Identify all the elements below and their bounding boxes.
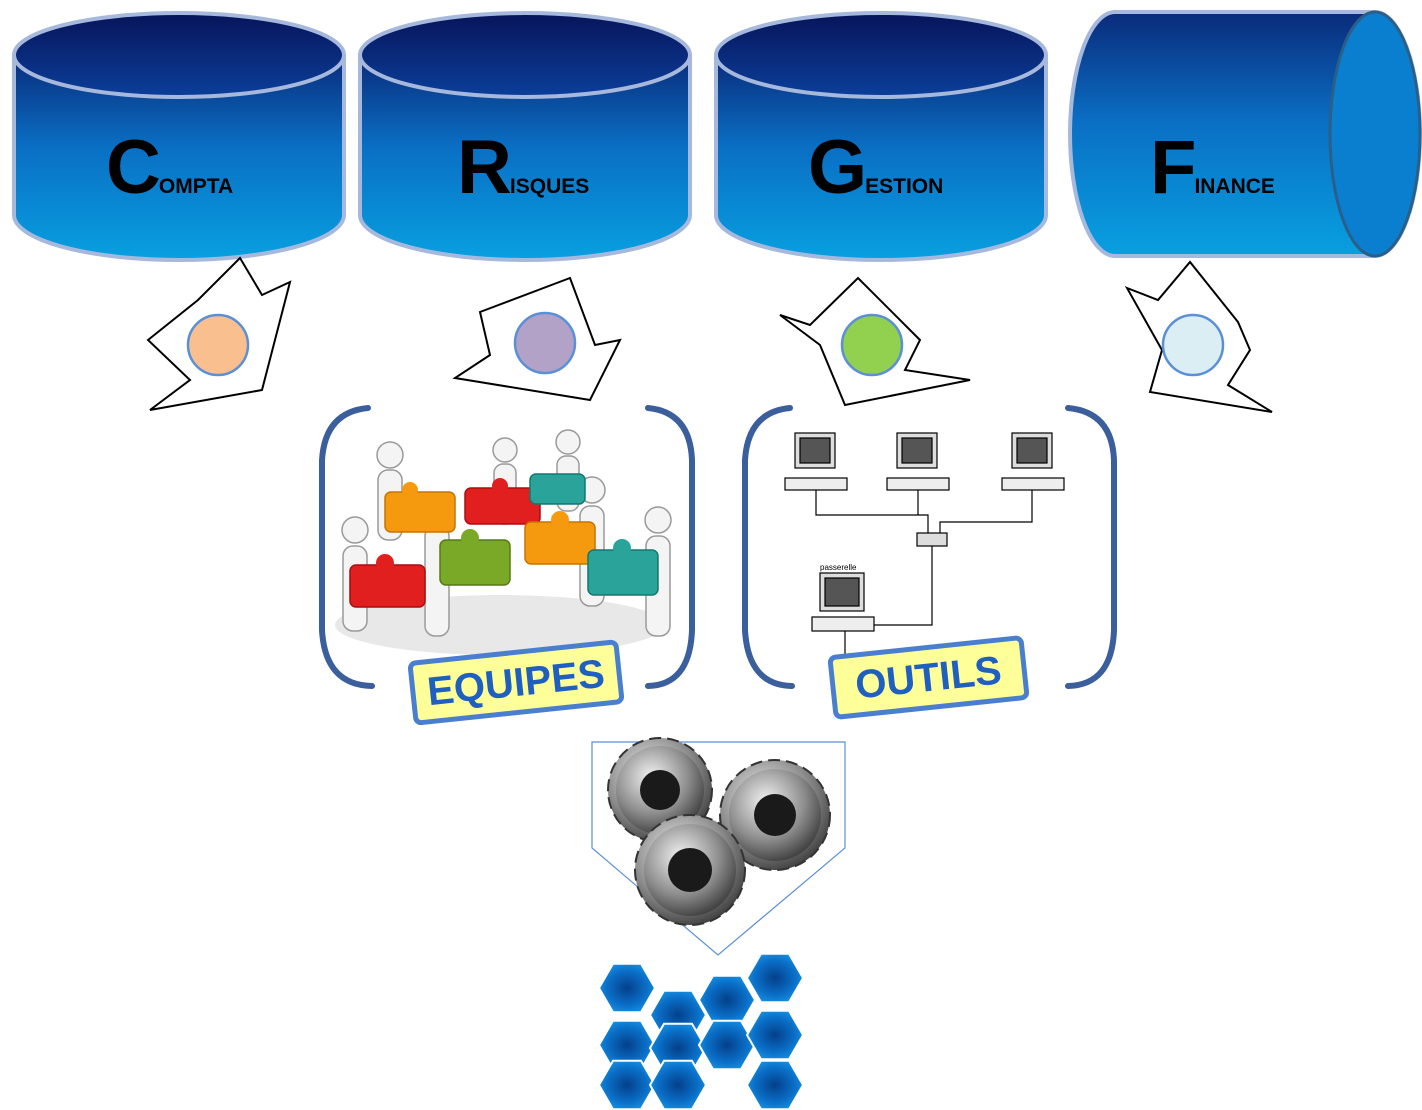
gateway-label: passerelle xyxy=(820,563,857,572)
label-rest: INANCE xyxy=(1194,175,1275,198)
hexagon-cell xyxy=(597,1059,657,1110)
computer-icon xyxy=(784,432,848,491)
database-cylinder-finance xyxy=(1068,10,1422,258)
puzzle-team-icon xyxy=(335,429,672,655)
database-label-gestion: GESTION xyxy=(808,130,943,206)
label-initial: C xyxy=(106,125,161,210)
arrow-finance xyxy=(1124,260,1273,413)
gateway-computer-icon xyxy=(811,572,875,632)
arrow-dot xyxy=(1161,313,1225,377)
hexagon-cell xyxy=(697,974,757,1026)
equipes-bracket xyxy=(319,405,695,689)
outils-bracket xyxy=(742,405,1117,689)
database-label-compta: COMPTA xyxy=(106,130,233,206)
hexagon-cell xyxy=(597,962,657,1014)
hexagon-cell xyxy=(745,1009,805,1061)
gears-icon xyxy=(607,737,831,926)
network-hub-icon xyxy=(916,532,948,547)
database-label-risques: RISQUES xyxy=(457,130,589,206)
arrow-dot xyxy=(513,311,577,375)
label-initial: R xyxy=(457,125,512,210)
database-cylinder-compta xyxy=(12,11,346,262)
computer-network-diagram xyxy=(784,432,1065,656)
arrow-gestion xyxy=(779,276,971,407)
hexagon-cell xyxy=(648,1059,708,1110)
label-rest: ISQUES xyxy=(509,175,590,198)
arrow-dot xyxy=(186,313,250,377)
hexagon-cell xyxy=(745,952,805,1004)
arrow-compta xyxy=(146,256,292,411)
hexagon-cell xyxy=(697,1019,757,1071)
label-rest: ESTION xyxy=(865,175,944,198)
computer-icon xyxy=(886,432,950,491)
label-rest: OMPTA xyxy=(158,175,234,198)
arrow-dot xyxy=(840,313,904,377)
database-cylinder-risques xyxy=(358,11,692,262)
label-initial: G xyxy=(808,125,868,210)
hexagon-cell xyxy=(745,1059,805,1110)
database-label-finance: FINANCE xyxy=(1150,130,1275,206)
computer-icon xyxy=(1001,432,1065,491)
hexagon-cluster-icon xyxy=(597,952,805,1110)
label-initial: F xyxy=(1150,125,1197,210)
arrow-risques xyxy=(452,276,622,402)
database-cylinder-gestion xyxy=(714,11,1048,262)
